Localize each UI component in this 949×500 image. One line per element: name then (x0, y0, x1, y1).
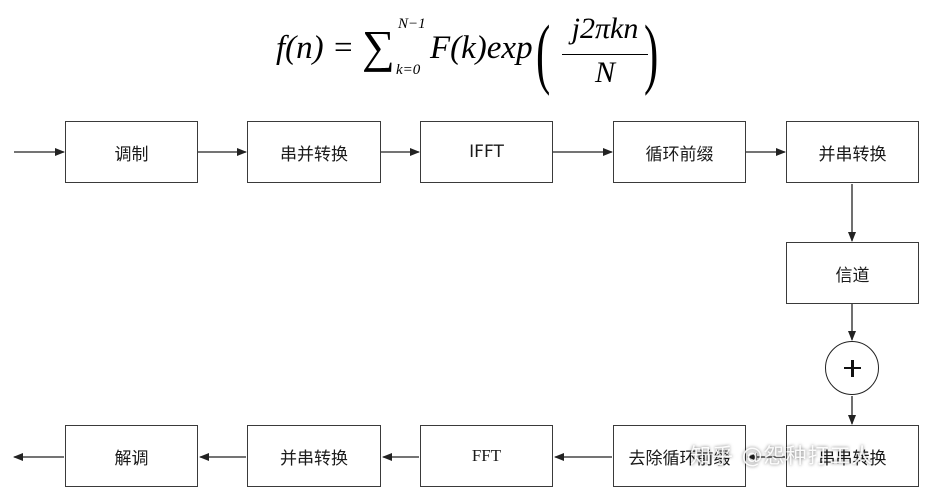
block-ps-conversion-tx: 并串转换 (786, 121, 919, 183)
formula-upper-limit: N−1 (398, 16, 426, 32)
block-remove-cp: 去除循环前缀 (613, 425, 746, 487)
ofdm-formula: f(n) = ∑ N−1 k=0 F(k)exp ( j2πkn N ) (270, 8, 670, 96)
block-modulation-label: 调制 (114, 144, 149, 165)
formula-lhs: f(n) = (276, 30, 355, 66)
block-ifft-label: IFFT (469, 142, 504, 162)
block-sp-conversion: 串并转换 (247, 121, 381, 183)
block-ifft: IFFT (420, 121, 553, 183)
formula-fraction-bar (562, 54, 648, 55)
adder-symbol: + (825, 341, 879, 395)
block-channel-label: 信道 (835, 265, 870, 286)
block-ps-conversion-rx: 并串转换 (247, 425, 381, 487)
formula-right-paren: ) (644, 9, 659, 96)
formula-denominator: N (594, 56, 615, 89)
block-demodulation-label: 解调 (114, 448, 149, 469)
formula-lower-limit: k=0 (396, 62, 421, 78)
block-sp-conversion-rx: 串串转换 (786, 425, 919, 487)
block-fft-label: FFT (471, 446, 502, 465)
block-add-cp: 循环前缀 (613, 121, 746, 183)
block-remove-cp-label: 去除循环前缀 (628, 448, 731, 469)
block-sp-conversion-rx-label: 串串转换 (818, 448, 887, 469)
block-channel: 信道 (786, 242, 919, 304)
block-fft: FFT (420, 425, 553, 487)
block-demodulation: 解调 (65, 425, 198, 487)
formula-sum-symbol: ∑ (362, 21, 395, 72)
block-modulation: 调制 (65, 121, 198, 183)
formula-left-paren: ( (536, 9, 551, 96)
block-add-cp-label: 循环前缀 (645, 144, 714, 165)
block-sp-conversion-label: 串并转换 (280, 144, 348, 165)
block-ps-conversion-tx-label: 并串转换 (818, 144, 887, 165)
block-ps-conversion-rx-label: 并串转换 (280, 448, 348, 469)
watermark: 知乎 @怨种打工人 (690, 444, 874, 468)
formula-numerator: j2πkn (571, 12, 639, 45)
formula-term: F(k)exp (430, 30, 533, 66)
